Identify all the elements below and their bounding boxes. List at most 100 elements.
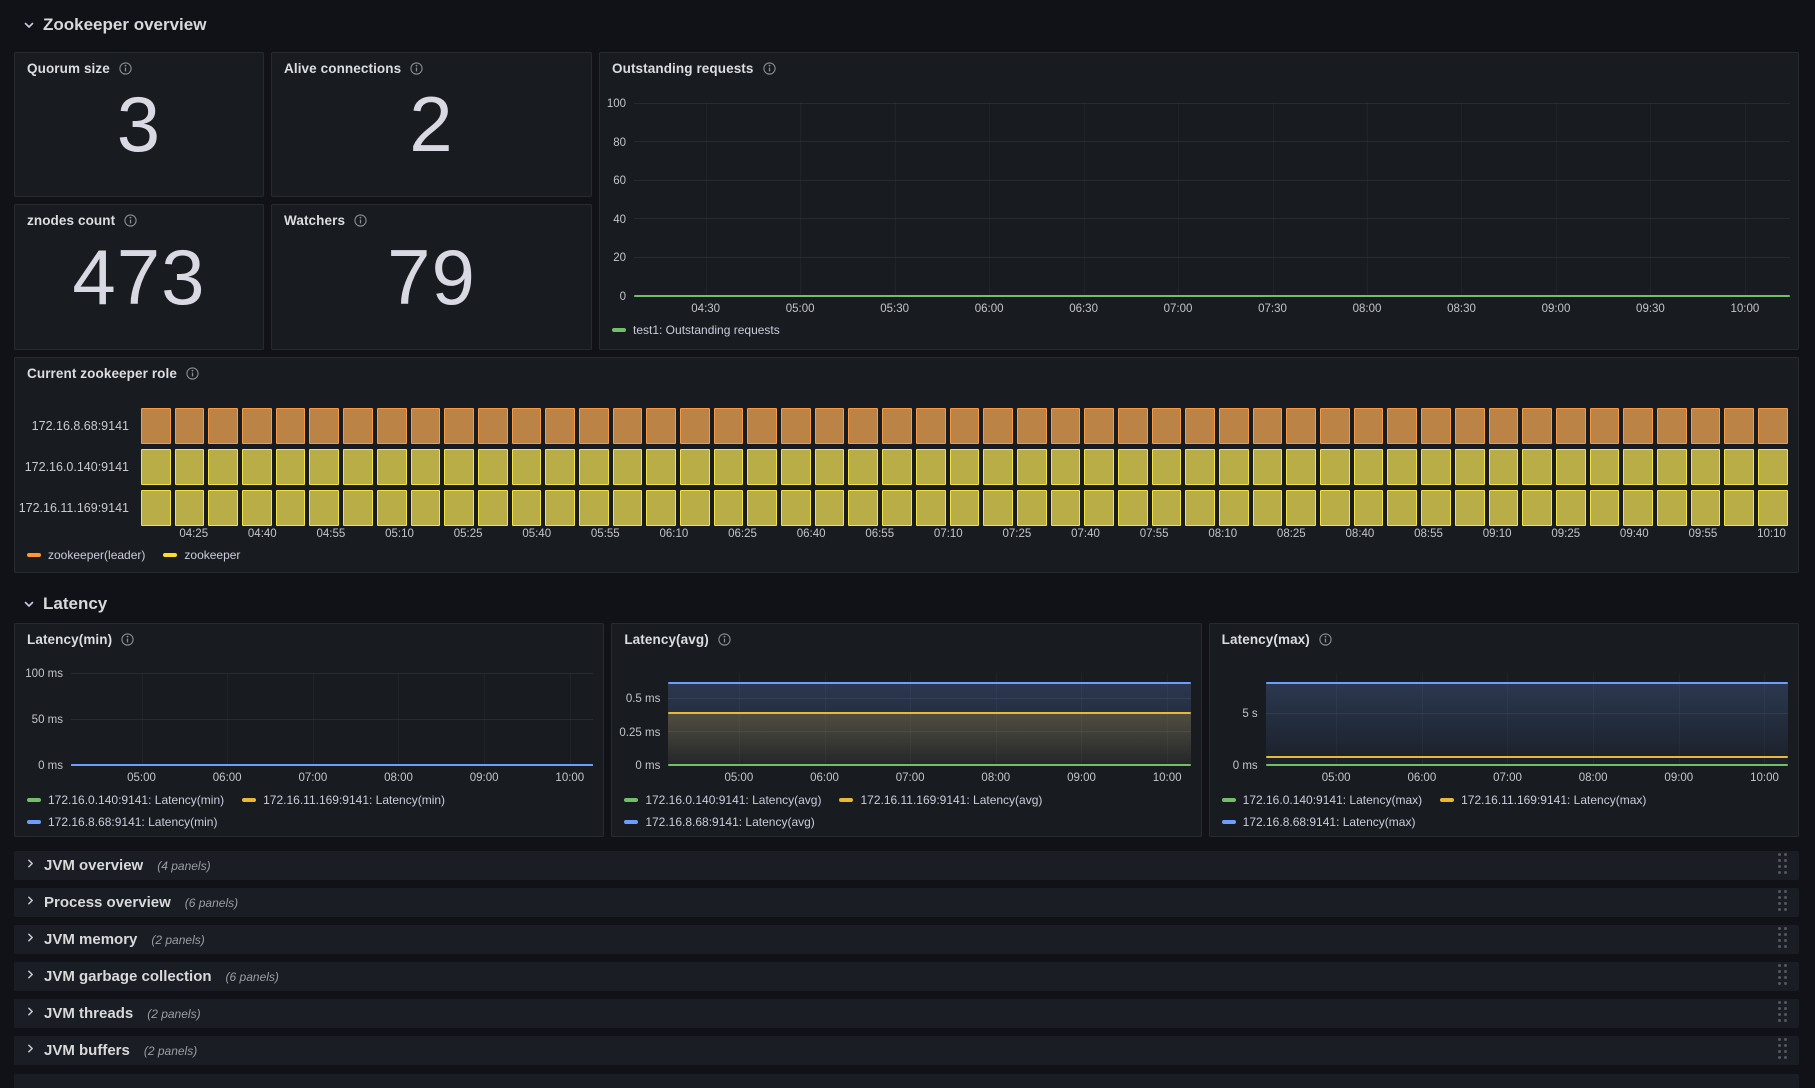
panel-header: Current zookeeper role (15, 358, 1798, 388)
legend-item[interactable]: 172.16.0.140:9141: Latency(max) (1221, 790, 1422, 810)
chevron-down-icon[interactable] (22, 597, 36, 611)
panel-title[interactable]: Alive connections (284, 60, 402, 76)
status-bar (1185, 408, 1215, 444)
status-bar (1286, 408, 1317, 444)
legend-item[interactable]: 172.16.11.169:9141: Latency(max) (1440, 790, 1646, 810)
status-bar (983, 408, 1013, 444)
y-axis-tick-label: 50 ms (31, 714, 63, 726)
status-bar (814, 490, 845, 526)
x-axis-tick-label: 09:10 (1482, 528, 1512, 540)
y-axis-tick-label: 5 s (1242, 708, 1258, 721)
status-bar (747, 490, 778, 526)
panel-title[interactable]: Quorum size (27, 60, 110, 76)
info-icon[interactable] (718, 632, 731, 646)
row-header-jvm-garbage-collection[interactable]: JVM garbage collection(6 panels) (14, 962, 1799, 991)
panel-header: znodes count (15, 205, 263, 235)
status-bar (680, 449, 710, 485)
status-bar (1589, 408, 1620, 444)
y-axis-tick-label: 100 (606, 98, 626, 110)
status-history-row: 172.16.11.169:9141 (19, 490, 1788, 526)
panel-title[interactable]: Current zookeeper role (27, 365, 177, 381)
row-header-jvm-threads[interactable]: JVM threads(2 panels) (14, 999, 1799, 1028)
legend-item[interactable]: zookeeper(leader) (27, 545, 145, 565)
status-bar (1758, 449, 1788, 485)
chevron-right-icon[interactable] (24, 894, 37, 912)
panel-title[interactable]: znodes count (27, 212, 116, 228)
info-icon[interactable] (186, 366, 199, 380)
chevron-right-icon[interactable] (24, 1005, 37, 1023)
legend-item[interactable]: 172.16.0.140:9141: Latency(min) (27, 790, 224, 810)
chevron-right-icon[interactable] (24, 1042, 37, 1060)
chevron-down-icon[interactable] (22, 18, 36, 32)
legend-item[interactable]: 172.16.11.169:9141: Latency(min) (242, 790, 445, 810)
drag-handle-icon[interactable] (1775, 851, 1790, 880)
legend-item[interactable]: 172.16.0.140:9141: Latency(avg) (624, 790, 821, 810)
stat-value: 473 (72, 232, 206, 321)
chevron-right-icon[interactable] (24, 968, 37, 986)
panel-title[interactable]: Outstanding requests (612, 60, 754, 76)
info-icon[interactable] (124, 213, 137, 227)
legend-item[interactable]: zookeeper (163, 545, 240, 565)
drag-handle-icon[interactable] (1775, 999, 1790, 1028)
status-bar (545, 449, 575, 485)
status-bar (713, 490, 744, 526)
status-bar (376, 490, 407, 526)
row-header-jvm-buffers[interactable]: JVM buffers(2 panels) (14, 1036, 1799, 1065)
legend-item[interactable]: test1: Outstanding requests (612, 320, 780, 340)
row-header-jvm-memory[interactable]: JVM memory(2 panels) (14, 925, 1799, 954)
info-icon[interactable] (1319, 632, 1332, 646)
status-bar (1151, 490, 1182, 526)
info-icon[interactable] (410, 61, 423, 75)
status-bar (444, 449, 474, 485)
info-icon[interactable] (119, 61, 132, 75)
chevron-right-icon[interactable] (24, 931, 37, 949)
status-bar (612, 408, 643, 444)
row-header-process-overview[interactable]: Process overview(6 panels) (14, 888, 1799, 917)
drag-handle-icon[interactable] (1775, 888, 1790, 917)
row-header-partial[interactable] (14, 1074, 1799, 1088)
h-gridline (634, 256, 1790, 258)
status-bar (343, 449, 373, 485)
series-area-fill (668, 683, 1191, 765)
info-icon[interactable] (121, 632, 134, 646)
drag-handle-icon[interactable] (1775, 962, 1790, 991)
legend-label: 172.16.11.169:9141: Latency(max) (1461, 793, 1647, 807)
row-header-jvm-overview[interactable]: JVM overview(4 panels) (14, 851, 1799, 880)
row-header-latency[interactable]: Latency (22, 594, 107, 614)
panel-header: Latency(avg) (612, 624, 1200, 654)
panel-title[interactable]: Watchers (284, 212, 346, 228)
v-gridline (1336, 673, 1338, 765)
x-axis-tick-label: 07:40 (1071, 528, 1100, 540)
status-bar (713, 408, 744, 444)
v-gridline (312, 673, 314, 765)
panel-title[interactable]: Latency(max) (1221, 631, 1310, 647)
chevron-right-icon[interactable] (24, 857, 37, 875)
status-bar (1758, 408, 1788, 444)
legend-item[interactable]: 172.16.8.68:9141: Latency(max) (1221, 812, 1415, 832)
x-axis-tick-label: 04:25 (179, 528, 209, 540)
v-gridline (910, 673, 912, 765)
status-bar (242, 449, 272, 485)
legend-item[interactable]: 172.16.8.68:9141: Latency(avg) (624, 812, 815, 832)
series-line (634, 295, 1790, 297)
status-bar (915, 449, 946, 485)
legend-item[interactable]: 172.16.11.169:9141: Latency(avg) (839, 790, 1042, 810)
info-icon[interactable] (354, 213, 367, 227)
drag-handle-icon[interactable] (1775, 1036, 1790, 1065)
panel-title[interactable]: Latency(avg) (624, 631, 709, 647)
legend-item[interactable]: 172.16.8.68:9141: Latency(min) (27, 812, 217, 832)
panel-title[interactable]: Latency(min) (27, 631, 113, 647)
series-line (1265, 682, 1788, 685)
x-axis-tick-label: 06:00 (212, 772, 242, 784)
row-header-zookeeper-overview[interactable]: Zookeeper overview (22, 15, 206, 35)
x-axis-tick-label: 05:00 (724, 772, 754, 784)
status-bar (275, 490, 306, 526)
v-gridline (1421, 673, 1423, 765)
info-icon[interactable] (762, 61, 776, 75)
status-bar (1353, 490, 1384, 526)
status-bar (1185, 449, 1215, 485)
drag-handle-icon[interactable] (1775, 925, 1790, 954)
status-bar (1219, 490, 1249, 526)
